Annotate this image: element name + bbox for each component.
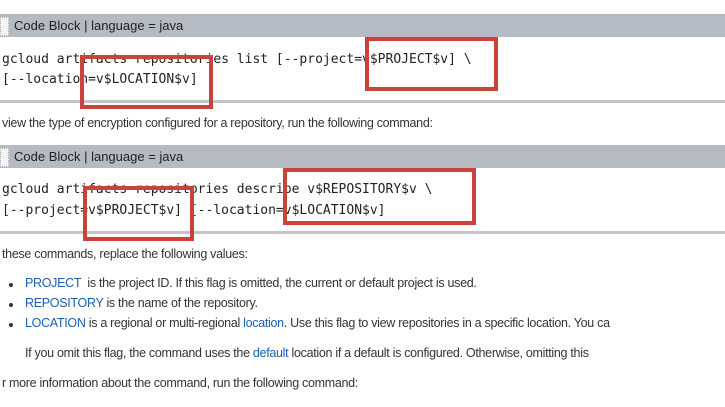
code-block-header: Code Block | language = java: [0, 14, 725, 37]
code-block-header: Code Block | language = java: [0, 145, 725, 168]
term-link[interactable]: PROJECT: [25, 276, 82, 290]
note-paragraph: If you omit this flag, the command uses …: [25, 346, 589, 360]
bullet-icon: [9, 323, 13, 327]
list-item: REPOSITORY is the name of the repository…: [25, 296, 258, 310]
code-block-icon: [0, 17, 9, 36]
highlight-box: [365, 37, 498, 91]
bullet-icon: [9, 283, 13, 287]
default-link[interactable]: default: [252, 346, 289, 360]
term-link[interactable]: LOCATION: [25, 316, 86, 330]
code-block-icon: [0, 148, 9, 167]
bullet-icon: [9, 303, 13, 307]
highlight-box: [283, 168, 476, 225]
list-item: LOCATION is a regional or multi-regional…: [25, 316, 610, 330]
item-text: . Use this flag to view repositories in …: [283, 316, 610, 330]
paragraph: r more information about the command, ru…: [2, 376, 358, 390]
list-item: PROJECT is the project ID. If this flag …: [25, 276, 477, 290]
code-line: [--project=v$PROJECT$v] [--location=v$LO…: [2, 203, 386, 218]
highlight-box: [83, 186, 194, 241]
item-text: is the name of the repository.: [103, 296, 258, 310]
term-link[interactable]: REPOSITORY: [25, 296, 104, 310]
paragraph: these commands, replace the following va…: [2, 247, 248, 261]
paragraph: view the type of encryption configured f…: [2, 116, 433, 130]
code-line: [--location=v$LOCATION$v]: [2, 72, 198, 87]
code-block-label: Code Block | language = java: [14, 18, 184, 33]
highlight-box: [80, 55, 213, 109]
item-text: is the project ID. If this flag is omitt…: [81, 276, 477, 290]
code-block-label: Code Block | language = java: [14, 149, 184, 164]
note-text: location if a default is configured. Oth…: [288, 346, 589, 360]
note-text: If you omit this flag, the command uses …: [25, 346, 253, 360]
location-link[interactable]: location: [243, 316, 284, 330]
item-text: is a regional or multi-regional: [85, 316, 244, 330]
